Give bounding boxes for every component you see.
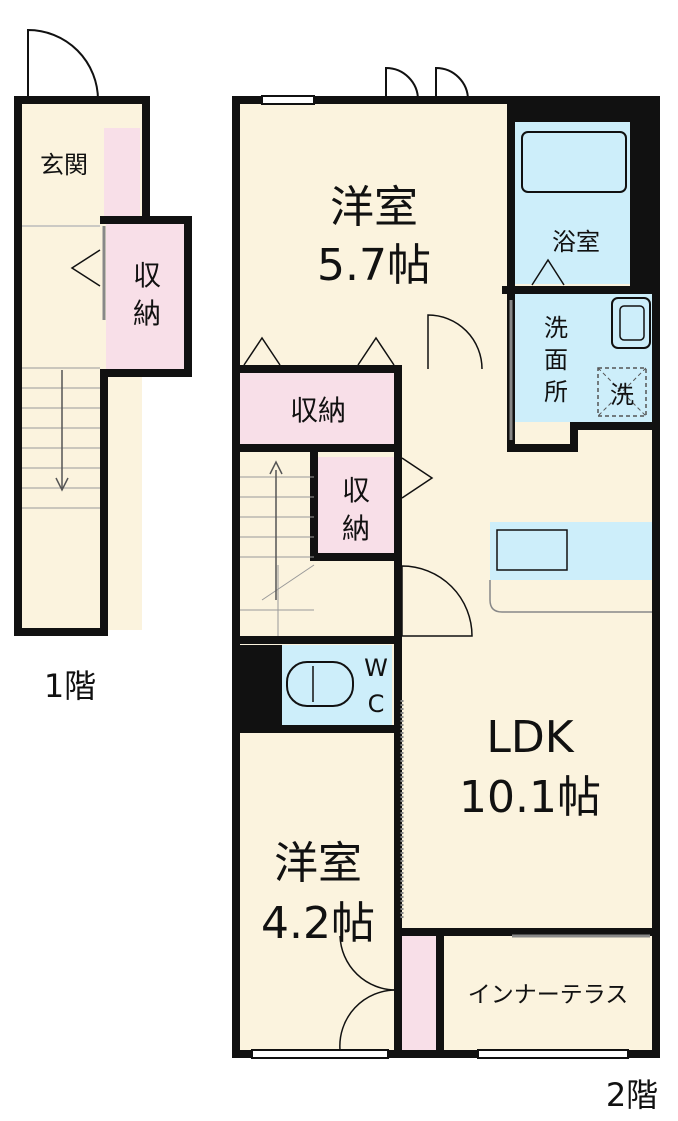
storage-wide-area <box>240 372 398 444</box>
floor1-walls <box>14 96 192 636</box>
stairs-up-arrow <box>269 460 283 600</box>
pipe-shaft <box>240 645 282 725</box>
washer-diagonal-a <box>597 367 647 417</box>
bedroom-top-size: 5.7帖 <box>317 240 431 291</box>
washer-space <box>597 367 647 417</box>
storage-small-area <box>318 457 396 557</box>
entrance-label: 玄関 <box>40 151 88 179</box>
closet-mark-right <box>357 336 395 366</box>
bathroom-door-mark <box>531 258 565 286</box>
floor1-label: 1階 <box>44 667 96 705</box>
washbasin-bowl <box>619 305 645 341</box>
storage-small-label-top: 収 <box>342 474 370 507</box>
terrace-storage-area <box>402 936 440 1052</box>
bedroom-top-door <box>427 314 483 370</box>
top-door-swing-right <box>435 66 469 101</box>
floor1-storage-label-bottom: 納 <box>133 297 161 330</box>
floor2-windows <box>251 95 629 1059</box>
storage-door-mark <box>70 249 101 287</box>
duct-shaft-top <box>515 104 653 122</box>
entrance-door-swing <box>27 28 99 101</box>
ldk-size: 10.1帖 <box>459 772 601 823</box>
bedroom-bottom-name: 洋室 <box>274 838 362 889</box>
washbasin <box>611 297 651 349</box>
bedroom-bottom-door-a <box>339 989 397 1051</box>
washer-diagonal-b <box>597 367 647 417</box>
bathtub <box>521 131 627 193</box>
bedroom-bottom-size: 4.2帖 <box>261 898 375 949</box>
ldk-door-swing <box>401 565 473 637</box>
storage-small-door-mark <box>401 457 434 499</box>
top-door-swing-left <box>385 66 419 101</box>
kitchen-sink <box>496 529 568 571</box>
wc-label-c: C <box>368 690 385 718</box>
ldk-name: LDK <box>486 712 574 763</box>
washroom-label-3: 所 <box>544 378 568 406</box>
bedroom-bottom-door-b <box>339 935 397 991</box>
bathroom-label: 浴室 <box>552 228 600 256</box>
floor2-label: 2階 <box>606 1076 658 1114</box>
duct-shaft-right <box>630 104 653 290</box>
floor2-stairs <box>240 476 315 636</box>
bedroom-top-name: 洋室 <box>330 182 418 233</box>
stairs-down-arrow <box>55 370 69 492</box>
closet-mark-left <box>243 336 281 366</box>
toilet <box>286 661 354 707</box>
inner-terrace-label: インナーテラス <box>468 982 629 1008</box>
washroom-label-1: 洗 <box>544 314 568 342</box>
washer-label: 洗 <box>610 381 634 409</box>
storage-small-label-bottom: 納 <box>342 512 370 545</box>
floor1-storage-label-top: 収 <box>133 259 161 292</box>
entrance-shoe-storage <box>104 128 140 218</box>
storage-wide-label: 収納 <box>290 394 346 427</box>
wc-label-w: W <box>364 654 388 682</box>
kitchen-floor-line <box>489 580 652 613</box>
washroom-label-2: 面 <box>544 346 568 374</box>
floor1-storage-room <box>106 224 188 369</box>
